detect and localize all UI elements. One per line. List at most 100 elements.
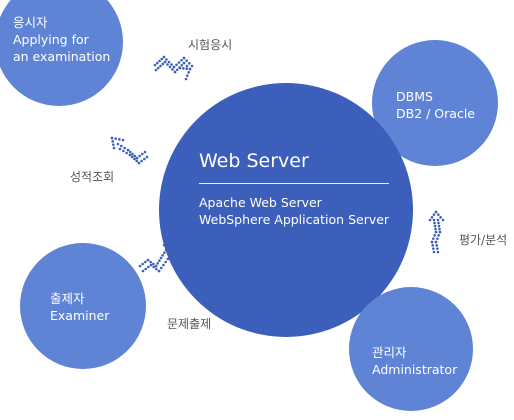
connector-dot xyxy=(432,250,436,254)
connector-dot xyxy=(437,224,441,228)
connector-dot xyxy=(145,155,149,159)
connector-dot xyxy=(138,264,142,268)
connector-dot xyxy=(133,154,137,158)
connector-dot xyxy=(173,70,177,74)
connector-dot xyxy=(149,260,152,264)
connector-dot xyxy=(143,150,147,154)
connector-dot xyxy=(162,55,166,59)
examiner-label-en: Examiner xyxy=(50,308,110,323)
connector-dot xyxy=(172,240,176,244)
applicant-label-ko: 응시자 xyxy=(13,15,48,30)
connector-dot xyxy=(121,138,125,142)
connector-dot xyxy=(185,67,188,70)
connector-dot xyxy=(149,263,153,267)
connector-dot xyxy=(439,216,442,219)
connector-dot xyxy=(166,63,169,66)
connector-dot xyxy=(155,267,158,271)
connector-dot xyxy=(170,63,173,66)
connector-dot xyxy=(434,240,438,244)
apply-connector-arrow xyxy=(153,55,194,81)
connector-dot xyxy=(131,152,134,156)
connector-dot xyxy=(112,143,115,146)
connector-dot xyxy=(175,63,178,67)
score-connector-arrow xyxy=(110,136,149,165)
connector-dot xyxy=(130,155,134,159)
connector-dot xyxy=(143,157,146,161)
web-server-apache: Apache Web Server xyxy=(199,195,322,210)
connector-dot xyxy=(184,77,188,81)
connector-dot xyxy=(436,237,439,240)
connector-dot xyxy=(147,265,150,269)
connector-dot xyxy=(161,254,164,257)
connector-dot xyxy=(152,262,155,266)
connector-dot xyxy=(433,221,436,225)
connector-dot xyxy=(434,210,438,214)
connector-dot xyxy=(144,260,147,264)
connector-dot xyxy=(428,218,432,222)
connector-dot xyxy=(126,148,130,152)
applicant-label-en-1: Applying for xyxy=(13,32,89,47)
connector-dot xyxy=(158,59,161,63)
connector-dot xyxy=(159,266,163,270)
connector-dot xyxy=(164,248,168,252)
web-server-divider xyxy=(199,183,389,184)
connector-dot xyxy=(186,74,189,77)
connector-dot xyxy=(141,269,145,273)
connector-dot xyxy=(430,240,434,244)
connector-dot xyxy=(128,153,132,157)
connector-dot xyxy=(156,66,160,70)
apply-exam-label: 시험응시 xyxy=(188,38,233,52)
connector-dot xyxy=(165,58,168,61)
connector-dot xyxy=(433,234,436,237)
connector-dot xyxy=(152,265,155,269)
question-authoring-label: 문제출제 xyxy=(167,317,212,331)
connector-dot xyxy=(175,68,179,72)
applicant-node: 응시자 Applying for an examination xyxy=(0,0,123,106)
connector-dot xyxy=(434,227,437,231)
connector-dot xyxy=(180,58,183,62)
admin-node: 관리자 Administrator xyxy=(349,287,473,411)
examiner-node: 출제자 Examiner xyxy=(20,243,146,369)
web-server-title: Web Server xyxy=(199,150,309,172)
connector-dot xyxy=(437,221,440,225)
connector-dot xyxy=(166,257,170,261)
connector-dot xyxy=(135,159,139,163)
connector-dot xyxy=(110,136,114,140)
connector-dot xyxy=(172,65,176,69)
connector-dot xyxy=(437,234,440,237)
connector-dot xyxy=(436,247,439,250)
connector-dot xyxy=(158,259,161,262)
connector-dot xyxy=(160,57,164,61)
web-server-node: Web Server Apache Web Server WebSphere A… xyxy=(159,83,413,337)
connector-dot xyxy=(432,237,435,240)
connector-dot xyxy=(163,60,167,64)
connector-dot xyxy=(137,161,141,165)
connector-dot xyxy=(433,224,437,228)
connector-dot xyxy=(435,244,438,247)
examiner-label-ko: 출제자 xyxy=(50,291,85,306)
connector-dot xyxy=(114,137,117,140)
evaluation-analysis-label: 평가/분석 xyxy=(459,233,508,247)
connector-dot xyxy=(432,213,436,216)
connector-dot xyxy=(172,248,176,251)
dbms-products: DB2 / Oracle xyxy=(396,106,475,121)
connector-dot xyxy=(172,244,176,247)
connector-dot xyxy=(159,64,162,68)
connector-dot xyxy=(441,218,445,222)
connector-dot xyxy=(164,260,167,264)
connector-dot xyxy=(154,68,158,72)
connector-dot xyxy=(141,152,144,156)
connector-dot xyxy=(140,159,143,163)
connector-dot xyxy=(438,230,442,234)
connector-dot xyxy=(185,59,188,62)
connector-dot xyxy=(168,254,172,258)
connector-dot xyxy=(156,262,159,265)
connector-dot xyxy=(161,62,165,66)
web-server-websphere: WebSphere Application Server xyxy=(199,212,390,227)
connector-dot xyxy=(166,242,169,246)
connector-dot xyxy=(112,146,116,150)
connector-dot xyxy=(188,67,192,71)
connector-dot xyxy=(122,149,125,153)
connector-dot xyxy=(436,218,440,222)
